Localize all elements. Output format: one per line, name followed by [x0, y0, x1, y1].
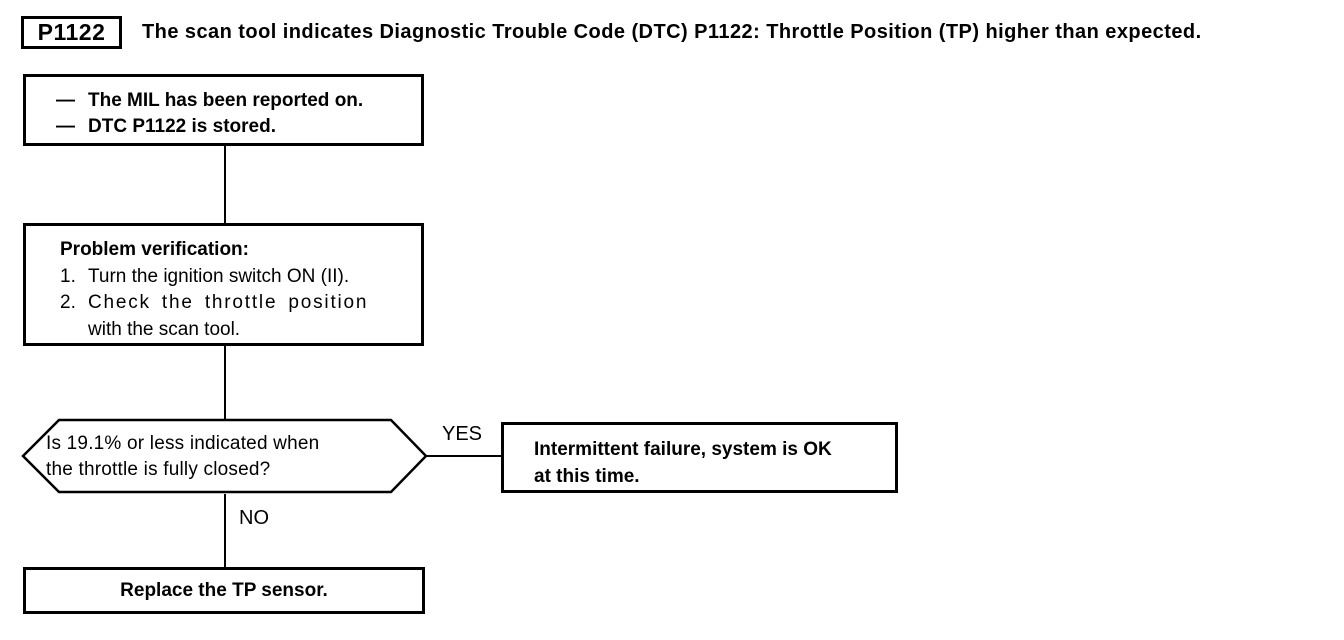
decision-question-line-2: the throttle is fully closed? [46, 459, 271, 480]
replace-sensor-box: Replace the TP sensor. [23, 567, 425, 614]
yes-connector-line [427, 455, 501, 457]
dtc-code: P1122 [37, 19, 106, 45]
verification-heading: Problem verification: [60, 239, 249, 260]
verification-step-1: 1. Turn the ignition switch ON (II). [60, 264, 415, 291]
start-condition-box: — The MIL has been reported on. — DTC P1… [23, 74, 424, 146]
connector-line-top [224, 146, 226, 223]
no-connector-line [224, 494, 226, 567]
yes-result-line-1: Intermittent failure, system is OK [534, 439, 832, 460]
decision-hexagon-shape [21, 418, 428, 494]
verification-step-2: 2. Check the throttle position [60, 290, 415, 317]
condition-text-2: DTC P1122 is stored. [88, 116, 276, 137]
step-number: 1. [60, 265, 76, 287]
condition-line: — The MIL has been reported on. [56, 88, 413, 114]
condition-line: — DTC P1122 is stored. [56, 114, 413, 140]
step-text-wrap: with the scan tool. [88, 318, 241, 340]
step-text: Check the throttle position [88, 292, 369, 313]
yes-result-line-2: at this time. [534, 466, 640, 487]
step-number: 2. [60, 292, 76, 313]
dtc-code-box: P1122 [21, 16, 122, 49]
dash-bullet: — [56, 90, 75, 111]
step-text: Turn the ignition switch ON (II). [88, 265, 350, 287]
dtc-description: The scan tool indicates Diagnostic Troub… [142, 21, 1202, 43]
intermittent-failure-box: Intermittent failure, system is OK at th… [501, 422, 898, 493]
connector-line-middle [224, 346, 226, 419]
dash-bullet: — [56, 116, 75, 137]
decision-question: Is 19.1% or less indicated when the thro… [46, 431, 319, 483]
condition-text-1: The MIL has been reported on. [88, 90, 364, 111]
problem-verification-box: Problem verification: 1. Turn the igniti… [23, 223, 424, 346]
decision-question-line-1: Is 19.1% or less indicated when [46, 433, 320, 454]
yes-branch-label: YES [442, 423, 483, 445]
no-branch-label: NO [239, 507, 269, 529]
